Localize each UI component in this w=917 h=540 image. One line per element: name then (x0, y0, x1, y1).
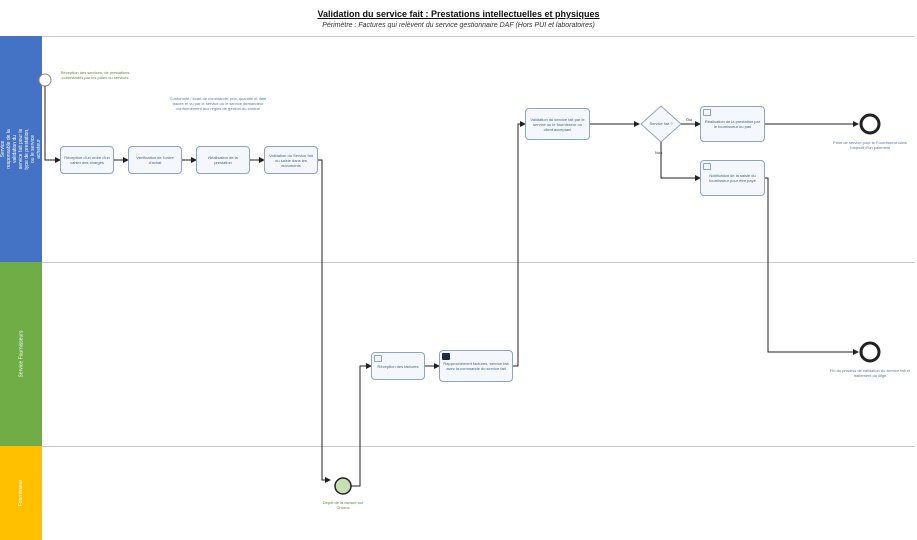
invoice-event (334, 477, 352, 495)
task-reception-factures[interactable]: Réception des factures (371, 352, 425, 380)
note-end-top: Prise de service pour le Fournisseur dan… (833, 140, 907, 150)
task-reception-ordre[interactable]: Réception d'un ordre d'un cahier des cha… (60, 146, 114, 174)
lane-label-fournisseur: Fournisseur (0, 446, 42, 540)
gateway-no-label: Non (655, 150, 663, 155)
note-invoice: Dépôt de la facture sur Chorus (322, 500, 364, 510)
task-realisation-prestation[interactable]: Réalisation de la prestation (196, 146, 250, 174)
send-task-icon (442, 353, 450, 360)
gateway-yes-label: Oui (686, 117, 693, 122)
flow-gateway-no (660, 142, 701, 181)
diagram-title: Validation du service fait : Prestations… (317, 9, 600, 19)
user-task-icon (374, 355, 382, 362)
task-rapprochement[interactable]: Rapprochement factures, service fait ave… (439, 350, 513, 382)
task-reception-ordre-label: Réception d'un ordre d'un cahier des cha… (64, 155, 110, 165)
end-event-bottom (859, 341, 881, 363)
lane-label-service-responsable: Service responsable de la validation du … (0, 36, 42, 262)
end-event-top (859, 113, 881, 135)
lane-divider-2 (42, 446, 915, 447)
flow-start-to-task1 (44, 86, 61, 163)
task-realisation-fournisseur[interactable]: Réalisation de la prestation par le four… (700, 106, 765, 142)
flow-rapprochement-to-validation (513, 121, 526, 367)
task-realisation-fournisseur-label: Réalisation de la prestation par le four… (704, 119, 761, 129)
note-start: Réception des services, de prestations c… (60, 70, 130, 80)
gateway-label: Service fait ? (649, 121, 673, 126)
flow-notification-to-end-bottom (765, 177, 859, 355)
task-rapprochement-label: Rapprochement factures, service fait ave… (443, 361, 509, 371)
task-verification-ordre[interactable]: Vérification de l'ordre d'achat (128, 146, 182, 174)
user-task-icon (703, 109, 711, 116)
task-validation-service-fait-saisie[interactable]: Validation du Service fait ou saisie dan… (264, 146, 318, 174)
lane-label-service-fournisseurs: Service Fournisseurs (0, 262, 42, 446)
lane-divider-top (42, 36, 915, 37)
task-validation-service-fait-label: Validation du service fait par le servic… (530, 116, 585, 132)
flow-task4-to-invoice (318, 159, 331, 483)
flow-invoice-to-reception (351, 363, 372, 487)
task-validation-service-fait[interactable]: Validation du service fait par le servic… (525, 108, 590, 140)
note-middle: Conformité / écart de commande, prix, qu… (169, 96, 267, 111)
diagram-subtitle: Périmètre : Factures qui relèvent du ser… (322, 22, 595, 29)
lane-divider-1 (42, 262, 915, 263)
task-verification-ordre-label: Vérification de l'ordre d'achat (136, 155, 174, 165)
task-validation-service-fait-saisie-label: Validation du Service fait ou saisie dan… (269, 152, 313, 168)
task-notification-saisie[interactable]: Notification de la saisie du fournisseur… (700, 160, 765, 196)
start-event (38, 73, 52, 87)
user-task-icon (703, 163, 711, 170)
task-realisation-prestation-label: Réalisation de la prestation (208, 155, 238, 165)
note-end-bottom: Fin du process de validation du service … (829, 368, 911, 378)
task-reception-factures-label: Réception des factures (377, 363, 419, 369)
task-notification-saisie-label: Notification de la saisie du fournisseur… (709, 173, 756, 183)
